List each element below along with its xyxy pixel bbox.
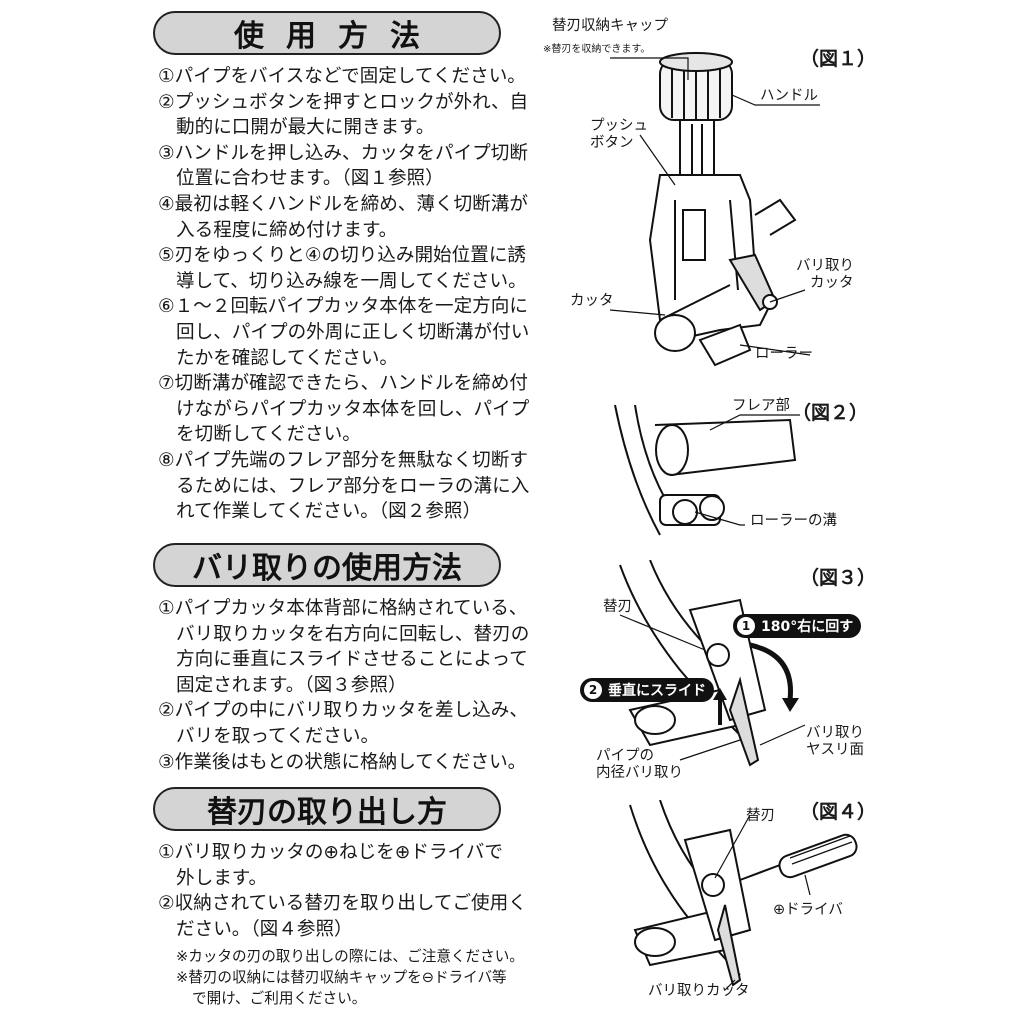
- callout-handle: ハンドル: [760, 88, 818, 104]
- blade-line: 外します。: [176, 867, 268, 889]
- callout-blade: 替刃: [746, 808, 775, 824]
- blade-line: ①バリ取りカッタの⊕ねじを⊕ドライバで: [158, 842, 503, 863]
- usage-line: ⑤刃をゆっくりと④の切り込み開始位置に誘: [158, 245, 527, 267]
- deburr-line: ①パイプカッタ本体背部に格納されている、: [158, 598, 528, 619]
- step-label: 垂直にスライド: [608, 683, 706, 699]
- usage-line: 回し、パイプの外周に正しく切断溝が付い: [176, 321, 530, 343]
- usage-line: 導して、切り込み線を一周してください。: [176, 270, 527, 292]
- usage-line: ⑧パイプ先端のフレア部分を無駄なく切断す: [158, 449, 528, 471]
- callout-line: パイプの: [596, 748, 654, 764]
- usage-line: ⑦切断溝が確認できたら、ハンドルを締め付: [158, 373, 528, 395]
- callout-line: 内径バリ取り: [596, 765, 683, 781]
- figure-4-label: （図４）: [800, 801, 877, 823]
- callout-deburr-cutter-4: バリ取りカッタ: [648, 983, 750, 999]
- figure-1-pipe-cutter: [609, 52, 820, 367]
- note-line: ※カッタの刃の取り出しの際には、ご注意ください。: [176, 948, 524, 965]
- heading-usage: 使用方法: [153, 11, 501, 55]
- callout-cap: 替刃収納キャップ: [552, 18, 668, 34]
- callout-line: カッタ: [810, 275, 854, 291]
- deburr-steps: ①パイプカッタ本体背部に格納されている、 バリ取りカッタを右方向に回転し、替刃の…: [158, 596, 558, 775]
- deburr-line: バリ取りカッタを右方向に回転し、替刃の: [176, 623, 530, 645]
- callout-roller: ローラー: [755, 346, 813, 362]
- usage-line: けながらパイプカッタ本体を回し、パイプ: [176, 398, 530, 420]
- deburr-line: ②パイプの中にバリ取りカッタを差し込み、: [158, 700, 528, 722]
- note-line: で開け、ご利用ください。: [192, 990, 367, 1007]
- figure-3-label: （図３）: [800, 567, 877, 589]
- usage-line: を切断してください。: [176, 424, 361, 446]
- usage-steps: ①パイプをバイスなどで固定してください。 ②プッシュボタンを押すとロックが外れ、…: [158, 64, 558, 525]
- blade-line: ださい。（図４参照）: [176, 918, 353, 940]
- callout-line: バリ取り: [796, 258, 854, 274]
- usage-line: 入る程度に締め付けます。: [176, 219, 398, 241]
- deburr-line: 固定されます。（図３参照）: [176, 674, 407, 696]
- figure-1-label: （図１）: [800, 48, 877, 70]
- heading-deburr: バリ取りの使用方法: [153, 543, 501, 587]
- usage-line: ⑥１～２回転パイプカッタ本体を一定方向に: [158, 296, 528, 318]
- usage-line: 動的に口開が最大に開きます。: [176, 117, 435, 139]
- deburr-line: バリを取ってください。: [176, 725, 380, 747]
- step-label: 180°右に回す: [761, 619, 854, 635]
- callout-cap-note: ※替刃を収納できます。: [543, 44, 651, 55]
- usage-line: ③ハンドルを押し込み、カッタをパイプ切断: [158, 142, 528, 164]
- deburr-line: 方向に垂直にスライドさせることによって: [176, 649, 528, 671]
- blade-line: ②収納されている替刃を取り出してご使用く: [158, 893, 527, 915]
- callout-inner-deburr: パイプの 内径バリ取り: [596, 748, 683, 782]
- callout-line: バリ取り: [806, 725, 864, 741]
- callout-push-button: プッシュ ボタン: [590, 118, 648, 152]
- step-slide-vertical: 2 垂直にスライド: [580, 678, 714, 702]
- callout-cutter: カッタ: [570, 293, 614, 309]
- step-number: 1: [737, 617, 755, 635]
- figure-2-flare: [614, 404, 800, 536]
- callout-roller-groove: ローラーの溝: [750, 513, 837, 529]
- callout-line: プッシュ: [590, 118, 648, 134]
- usage-line: ②プッシュボタンを押すとロックが外れ、自: [158, 91, 529, 113]
- figure-4-blade-removal: [629, 800, 858, 991]
- callout-driver: ⊕ドライバ: [773, 902, 843, 918]
- usage-line: 位置に合わせます。（図１参照）: [176, 168, 444, 190]
- usage-line: ①パイプをバイスなどで固定してください。: [158, 66, 526, 87]
- step-number: 2: [584, 681, 602, 699]
- callout-replacement-blade: 替刃: [603, 599, 632, 615]
- blade-notes: ※カッタの刃の取り出しの際には、ご注意ください。 ※替刃の収納には替刃収納キャッ…: [176, 946, 524, 1009]
- blade-steps: ①バリ取りカッタの⊕ねじを⊕ドライバで 外します。 ②収納されている替刃を取り出…: [158, 840, 558, 942]
- callout-line: ボタン: [590, 135, 634, 151]
- step-rotate-180: 1 180°右に回す: [733, 614, 862, 638]
- deburr-line: ③作業後はもとの状態に格納してください。: [158, 751, 527, 773]
- figure-2-label: （図２）: [792, 402, 869, 424]
- callout-file-face: バリ取り ヤスリ面: [806, 725, 864, 759]
- usage-line: れて作業してください。（図２参照）: [176, 501, 482, 523]
- callout-deburr-cutter: バリ取り カッタ: [796, 258, 854, 292]
- usage-line: ④最初は軽くハンドルを締め、薄く切断溝が: [158, 193, 528, 215]
- heading-blade: 替刃の取り出し方: [153, 787, 501, 831]
- note-line: ※替刃の収納には替刃収納キャップを⊖ドライバ等: [176, 969, 507, 986]
- usage-line: たかを確認してください。: [176, 347, 399, 369]
- callout-flare: フレア部: [732, 398, 790, 414]
- usage-line: るためには、フレア部分をローラの溝に入: [176, 475, 530, 497]
- callout-line: ヤスリ面: [806, 742, 864, 758]
